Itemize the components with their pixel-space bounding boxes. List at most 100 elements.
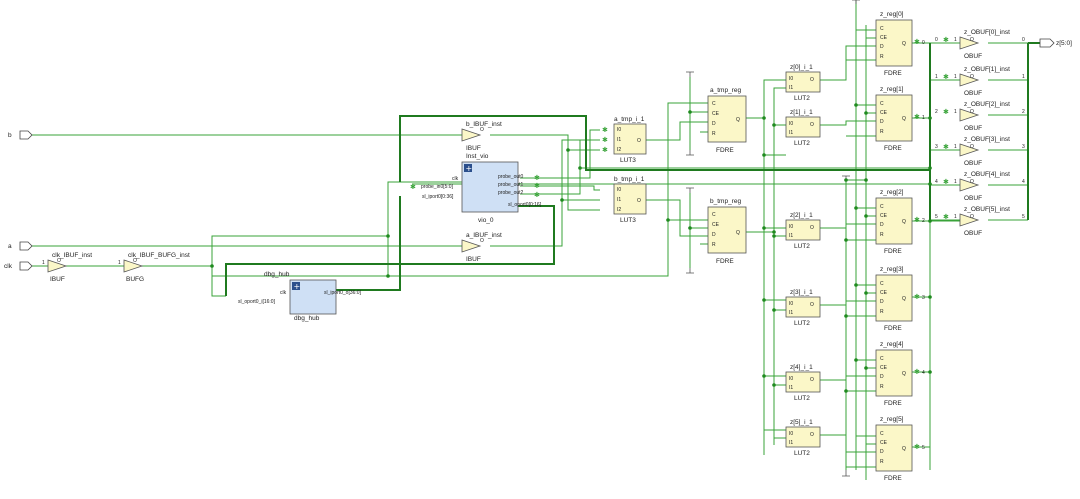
junction-dot (762, 116, 766, 120)
bit-label: 5 (922, 445, 925, 451)
cell-type: LUT2 (794, 395, 810, 402)
bit-label: 1 (922, 115, 925, 121)
svg-text:O: O (637, 138, 641, 144)
svg-text:sl_iport0[0:36]: sl_iport0[0:36] (422, 194, 454, 200)
pin-label: O (810, 432, 814, 438)
junction-dot (688, 110, 692, 114)
b-ibuf-cell[interactable]: b_IBUF_inst O IBUF (461, 121, 502, 152)
b-tmp-reg-cell[interactable]: b_tmp_reg C CE D R Q FDRE (707, 198, 747, 265)
svg-text:R: R (712, 131, 716, 137)
probe-marker: ✱ (943, 36, 949, 44)
net-label: 1 (954, 74, 957, 80)
pin-label: CE (880, 365, 888, 371)
pin-label: C (880, 431, 884, 437)
pin-label: I1 (789, 85, 793, 91)
junction-dot (854, 206, 858, 210)
bit-label: 0 (922, 40, 925, 46)
bit-label: 1 (935, 74, 938, 80)
dbg-hub-cell[interactable]: dbg_hub + clk sl_oport0_i[16:0] sl_iport… (238, 271, 362, 322)
clk-ibuf-cell[interactable]: clk_IBUF_inst 1 O IBUF (42, 252, 92, 283)
cell-name: z_OBUF[1]_inst (964, 66, 1010, 73)
pin-label: O (810, 225, 814, 231)
svg-text:probe_in0[5:0]: probe_in0[5:0] (421, 184, 454, 190)
junction-dot (844, 178, 848, 182)
svg-text:a_tmp_reg: a_tmp_reg (710, 87, 741, 94)
svg-text:IBUF: IBUF (466, 145, 481, 152)
junction-dot (844, 314, 848, 318)
probe-marker: ✱ (943, 143, 949, 151)
pin-label: D (880, 44, 884, 50)
lut2-body (785, 71, 821, 93)
junction-dot (762, 226, 766, 230)
fdre-body (875, 274, 913, 322)
probe-marker: ✱ (943, 108, 949, 116)
svg-text:Q: Q (736, 230, 740, 236)
lut2-body (785, 426, 821, 448)
net-label: 1 (954, 179, 957, 185)
bit-label: 1 (1022, 74, 1025, 80)
pin-label: CE (880, 213, 888, 219)
cell-type: OBUF (964, 90, 982, 97)
pin-label: Q (902, 219, 906, 225)
bit-label: 4 (1022, 179, 1025, 185)
vio-cell[interactable]: Inst_vio + clk probe_in0[5:0] sl_iport0[… (410, 153, 542, 224)
port-clk[interactable]: clk (4, 261, 33, 271)
junction-dot (566, 148, 570, 152)
cell-type: FDRE (884, 70, 902, 77)
cell-type: FDRE (884, 400, 902, 407)
pin-label: I1 (789, 385, 793, 391)
svg-text:b_tmp_i_1: b_tmp_i_1 (614, 176, 645, 183)
svg-text:✱: ✱ (534, 191, 540, 199)
port-a[interactable]: a (8, 241, 33, 251)
pin-label: I0 (789, 431, 793, 437)
clk-bufg-cell[interactable]: clk_IBUF_BUFG_inst 1 O BUFG (118, 252, 190, 283)
net-label: 1 (954, 214, 957, 220)
svg-text:+: + (466, 164, 473, 173)
b-lut3-cell[interactable]: b_tmp_i_1 I0 I1 I2 O LUT3 (613, 176, 647, 224)
port-b[interactable]: b (8, 130, 33, 140)
cell-name: z[1]_i_1 (790, 109, 813, 116)
port-z[interactable]: z[5:0] (1039, 38, 1072, 48)
svg-text:C: C (712, 212, 716, 218)
junction-dot (772, 234, 776, 238)
junction-dot (928, 219, 932, 223)
cell-type: LUT2 (794, 320, 810, 327)
junction-dot (864, 366, 868, 370)
obuf-body (959, 73, 980, 87)
obuf-body (959, 108, 980, 122)
a-lut3-cell[interactable]: a_tmp_i_1 I0 I1 I2 O LUT3 ✱ ✱ ✱ (602, 116, 647, 164)
cell-type: OBUF (964, 230, 982, 237)
probe-marker: ✱ (943, 178, 949, 186)
a-tmp-reg-cell[interactable]: a_tmp_reg C CE D R Q FDRE (707, 87, 747, 154)
pin-label: C (880, 101, 884, 107)
cell-name: z_reg[1] (880, 86, 904, 93)
pin-label: O (970, 144, 974, 150)
svg-text:I0: I0 (617, 187, 621, 193)
junction-dot (772, 230, 776, 234)
svg-text:sl_oport0[0:16]: sl_oport0[0:16] (508, 202, 542, 208)
svg-text:LUT3: LUT3 (620, 217, 636, 224)
pin-label: D (880, 374, 884, 380)
pin-label: C (880, 204, 884, 210)
a-ibuf-cell[interactable]: a_IBUF_inst O IBUF (461, 232, 502, 263)
obuf-body (959, 178, 980, 192)
cell-name: z_reg[2] (880, 189, 904, 196)
